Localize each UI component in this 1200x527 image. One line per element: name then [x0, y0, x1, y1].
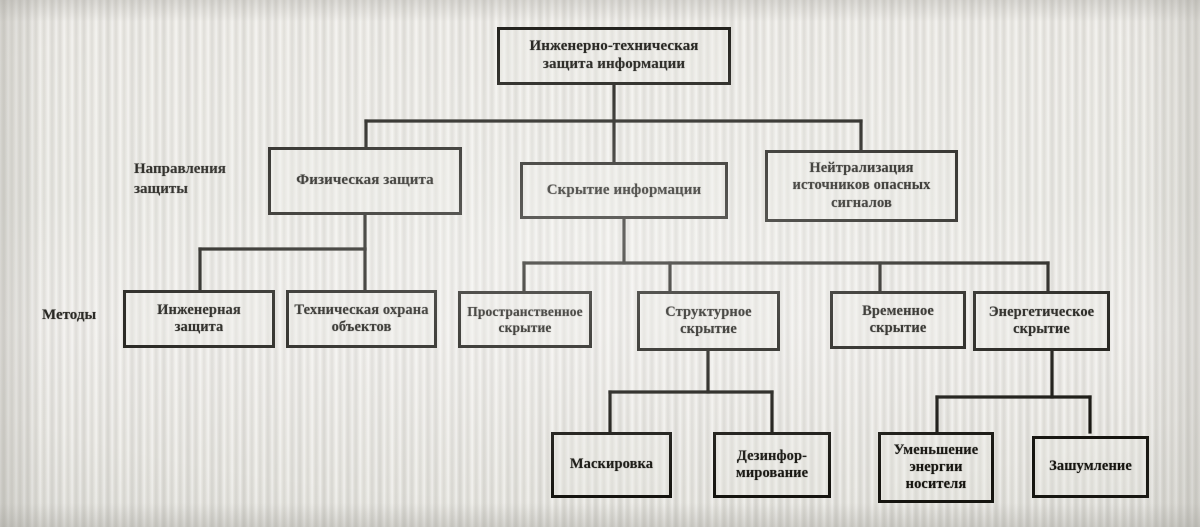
- node-masking[interactable]: Маскировка: [551, 432, 672, 498]
- row-label-methods-text: Методы: [42, 307, 97, 323]
- node-concealment-label: Скрытие информации: [546, 181, 702, 198]
- node-structural-concealment-label: Структурное скрытие: [665, 303, 752, 337]
- node-disinformation[interactable]: Дезинфор- мирование: [713, 432, 831, 498]
- node-physical[interactable]: Физическая защита: [268, 147, 462, 215]
- node-root-label: Инженерно-техническая защита информации: [529, 38, 699, 72]
- node-energy-concealment[interactable]: Энергетическое скрытие: [973, 291, 1110, 351]
- node-spatial-concealment[interactable]: Пространственное скрытие: [458, 291, 592, 348]
- node-masking-label: Маскировка: [569, 456, 654, 473]
- node-technical-guarding[interactable]: Техническая охрана объектов: [286, 290, 437, 348]
- node-technical-guarding-label: Техническая охрана объектов: [294, 301, 429, 335]
- node-spatial-concealment-label: Пространственное скрытие: [467, 303, 583, 335]
- node-carrier-energy-reduction[interactable]: Уменьшение энергии носителя: [878, 432, 994, 503]
- row-label-directions-text: Направления защиты: [134, 161, 226, 197]
- node-carrier-energy-reduction-label: Уменьшение энергии носителя: [893, 441, 979, 493]
- node-noise-jamming[interactable]: Зашумление: [1032, 436, 1149, 498]
- row-label-methods: Методы: [42, 306, 132, 326]
- node-temporal-concealment[interactable]: Временное скрытие: [830, 291, 966, 349]
- node-neutralization-label: Нейтрализация источников опасных сигнало…: [792, 160, 931, 211]
- node-energy-concealment-label: Энергетическое скрытие: [988, 303, 1095, 337]
- node-root[interactable]: Инженерно-техническая защита информации: [497, 27, 731, 85]
- node-physical-label: Физическая защита: [296, 172, 434, 189]
- node-disinformation-label: Дезинфор- мирование: [735, 447, 809, 481]
- node-engineering-protection-label: Инженерная защита: [157, 301, 241, 335]
- node-neutralization[interactable]: Нейтрализация источников опасных сигнало…: [765, 150, 958, 222]
- row-label-directions: Направления защиты: [134, 160, 264, 199]
- node-structural-concealment[interactable]: Структурное скрытие: [637, 291, 780, 351]
- node-temporal-concealment-label: Временное скрытие: [862, 302, 934, 336]
- node-noise-jamming-label: Зашумление: [1049, 458, 1132, 475]
- node-engineering-protection[interactable]: Инженерная защита: [123, 290, 275, 348]
- node-concealment[interactable]: Скрытие информации: [520, 162, 728, 219]
